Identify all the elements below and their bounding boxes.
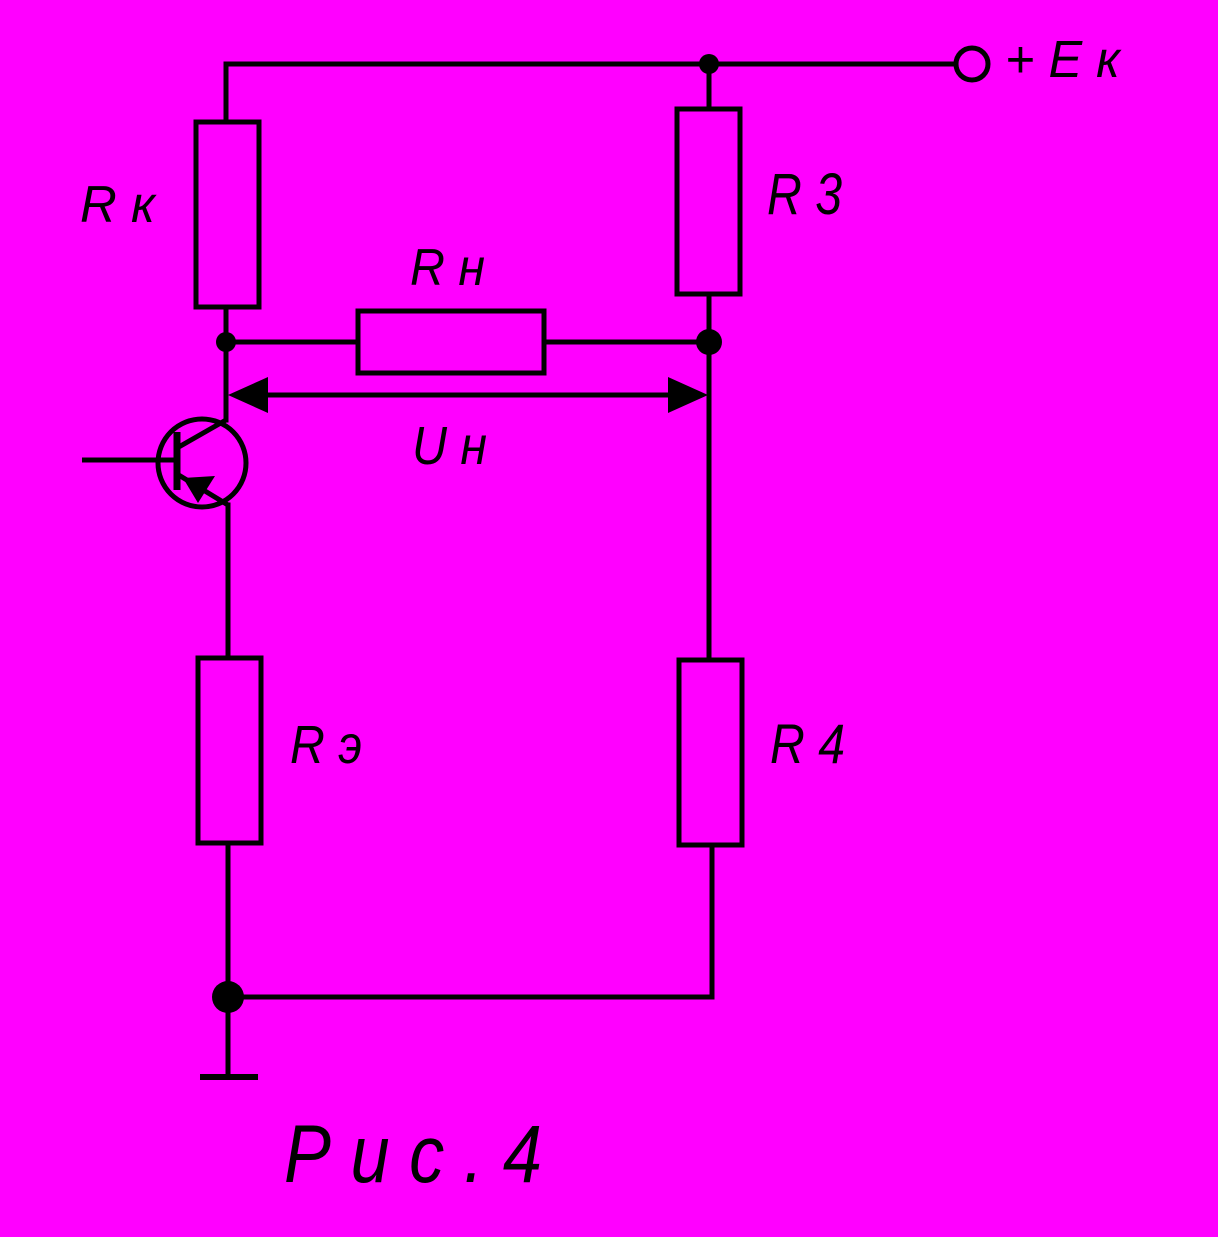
resistor-re: [195, 655, 264, 846]
arrow-right-icon: [668, 377, 708, 413]
label-rn: R н: [410, 239, 485, 297]
junction-bottom: [212, 981, 244, 1013]
arrow-left-icon: [228, 377, 268, 413]
resistor-rn: [355, 308, 547, 376]
transistor-icon: [82, 416, 249, 510]
label-r4: R 4: [770, 712, 845, 775]
label-un: U н: [412, 416, 487, 476]
label-rk: R к: [80, 176, 157, 234]
resistor-rk: [193, 119, 262, 310]
label-re: R э: [290, 715, 362, 775]
junction-top: [699, 54, 719, 74]
resistor-r4: [676, 657, 745, 848]
figure-caption: Р и с . 4: [284, 1109, 542, 1200]
label-ek: + E к: [1005, 31, 1122, 89]
supply-terminal-icon: [953, 45, 991, 83]
resistor-r3: [674, 106, 743, 297]
label-r3: R 3: [767, 162, 842, 227]
